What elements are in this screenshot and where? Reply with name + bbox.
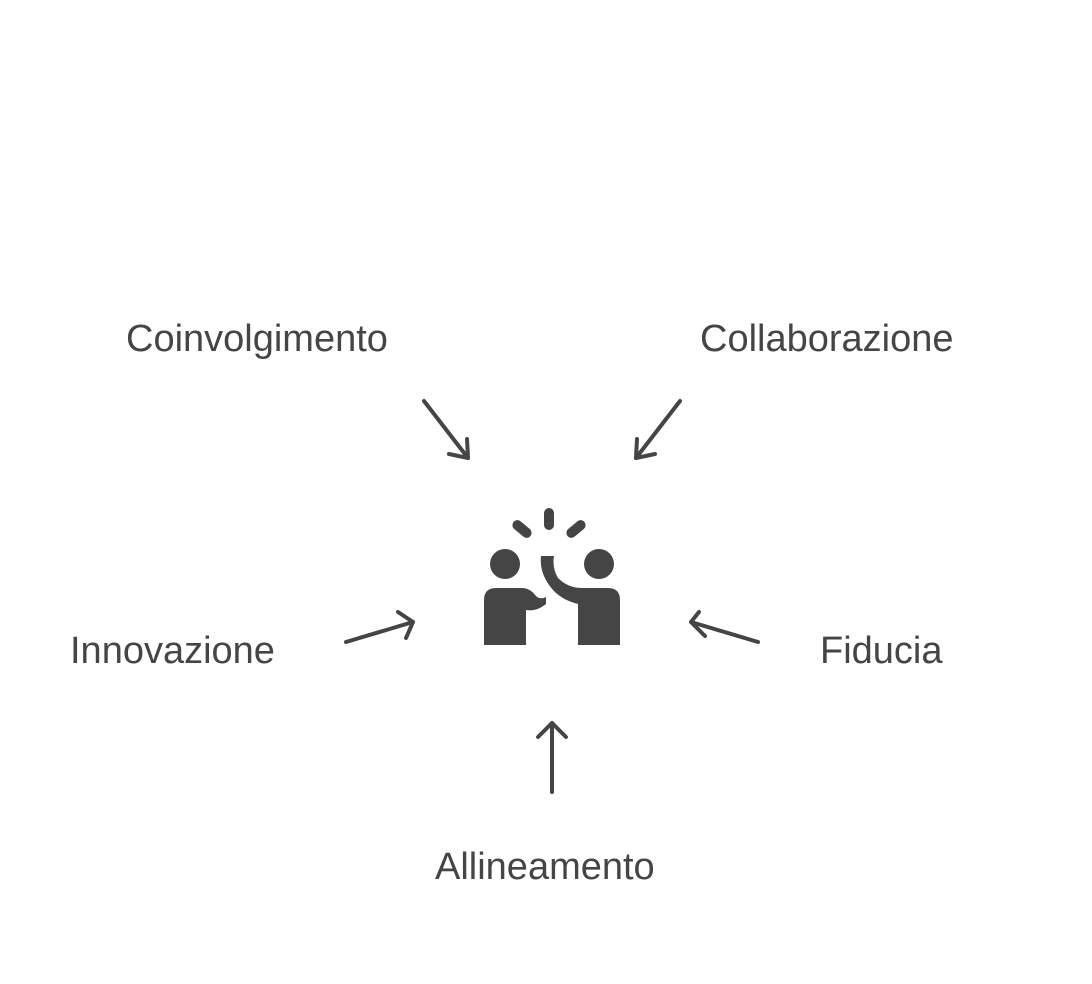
label-allineamento: Allineamento <box>435 846 655 888</box>
arrow-fiducia <box>689 610 760 644</box>
team-high-five-icon <box>484 508 620 645</box>
arrow-allineamento <box>536 721 568 794</box>
arrow-collaborazione <box>634 399 682 460</box>
label-fiducia: Fiducia <box>820 630 943 672</box>
label-collaborazione: Collaborazione <box>700 318 954 360</box>
label-coinvolgimento: Coinvolgimento <box>126 318 388 360</box>
label-innovazione: Innovazione <box>70 630 275 672</box>
arrow-innovazione <box>344 610 415 644</box>
arrow-coinvolgimento <box>422 399 470 460</box>
